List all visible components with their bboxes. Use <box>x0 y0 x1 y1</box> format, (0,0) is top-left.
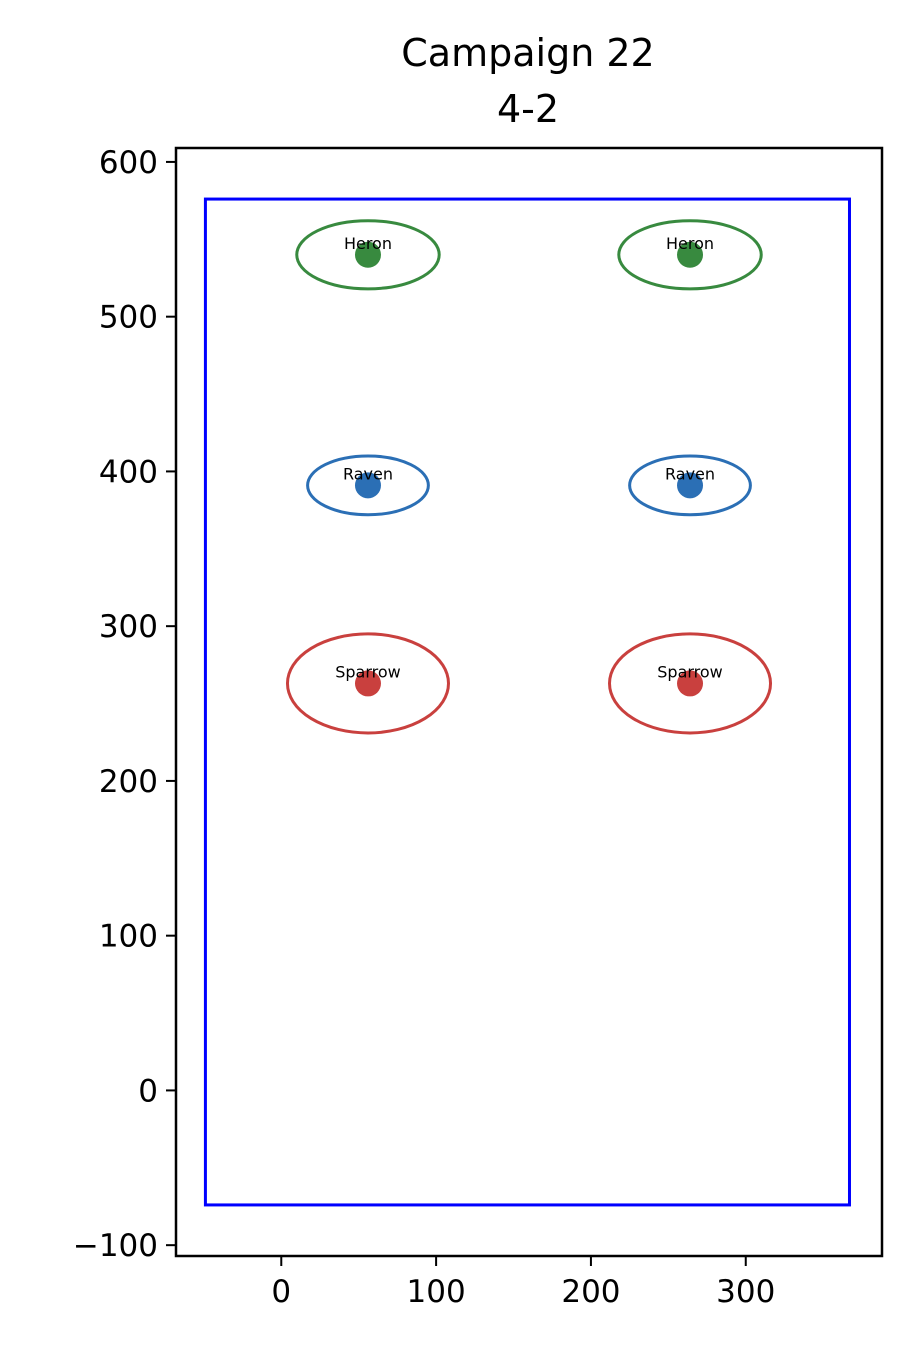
point-label: Sparrow <box>335 662 401 681</box>
data-point <box>677 472 704 499</box>
point-label: Heron <box>666 234 714 253</box>
y-tick-label: 0 <box>138 1073 158 1109</box>
y-tick-label: 100 <box>99 919 158 955</box>
y-tick-label: 300 <box>99 609 158 645</box>
data-point <box>677 241 704 268</box>
x-tick-label: 100 <box>407 1274 466 1310</box>
x-tick-label: 300 <box>716 1274 775 1310</box>
point-label: Heron <box>344 234 392 253</box>
range-ellipse <box>306 454 430 517</box>
range-ellipse <box>285 632 450 735</box>
range-ellipse <box>628 454 752 517</box>
y-tick-label: 600 <box>99 145 158 181</box>
chart-subtitle: 4-2 <box>497 87 559 131</box>
data-point <box>677 670 704 697</box>
range-ellipse <box>617 219 763 291</box>
chart-title: Campaign 22 <box>401 31 654 75</box>
data-point <box>354 241 381 268</box>
y-tick-label: 500 <box>99 300 158 336</box>
boundary-rect <box>203 197 851 1207</box>
range-ellipse <box>295 219 441 291</box>
data-point <box>354 472 381 499</box>
x-tick-label: 0 <box>271 1274 291 1310</box>
point-label: Raven <box>665 464 715 483</box>
x-tick-label: 200 <box>561 1274 620 1310</box>
point-label: Raven <box>343 464 393 483</box>
point-label: Sparrow <box>657 662 723 681</box>
y-tick-label: −100 <box>73 1228 158 1264</box>
y-tick-label: 400 <box>99 454 158 490</box>
data-point <box>354 670 381 697</box>
axes-frame <box>174 146 884 1258</box>
y-tick-label: 200 <box>99 764 158 800</box>
range-ellipse <box>608 632 773 735</box>
